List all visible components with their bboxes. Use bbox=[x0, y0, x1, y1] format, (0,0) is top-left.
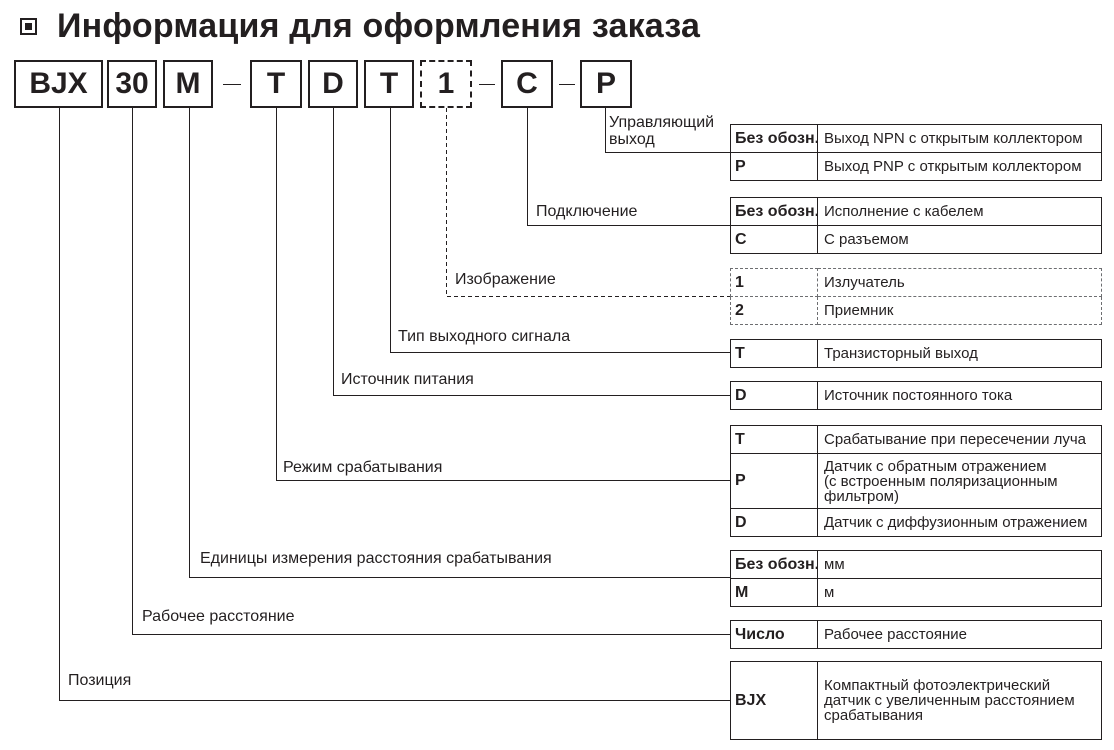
option-description: Выход NPN с открытым коллектором bbox=[817, 124, 1102, 153]
wire-output bbox=[605, 108, 730, 153]
option-description: Излучатель bbox=[817, 268, 1102, 297]
table-position: BJX Компактный фотоэлектрический датчик … bbox=[730, 661, 1102, 740]
code-box-output: P bbox=[580, 60, 632, 108]
label-output: Управляющий выход bbox=[609, 114, 715, 148]
wire-power bbox=[333, 108, 730, 396]
code-separator bbox=[559, 84, 575, 85]
page-title-text: Информация для оформления заказа bbox=[57, 6, 701, 45]
option-description: Источник постоянного тока bbox=[817, 381, 1102, 410]
option-code: Без обозн. bbox=[730, 197, 819, 226]
label-mode: Режим срабатывания bbox=[283, 459, 443, 476]
table-output: Без обозн. Выход NPN с открытым коллекто… bbox=[730, 124, 1102, 181]
option-description: Выход PNP с открытым коллектором bbox=[817, 152, 1102, 181]
option-code: T bbox=[730, 425, 818, 454]
filled-square-icon bbox=[20, 17, 37, 35]
table-power: D Источник постоянного тока bbox=[730, 381, 1102, 410]
code-box-units: M bbox=[163, 60, 213, 108]
table-row: 1 Излучатель bbox=[730, 268, 1102, 297]
option-description: Исполнение с кабелем bbox=[817, 197, 1102, 226]
option-description: Компактный фотоэлектрический датчик с ув… bbox=[817, 661, 1102, 740]
option-code: M bbox=[730, 578, 818, 607]
option-code: Без обозн. bbox=[730, 550, 819, 579]
option-description: мм bbox=[817, 550, 1102, 579]
table-row: Без обозн. мм bbox=[730, 550, 1102, 579]
label-signal-type: Тип выходного сигнала bbox=[398, 328, 571, 345]
table-row: C С разъемом bbox=[730, 225, 1102, 254]
option-code: BJX bbox=[730, 661, 818, 740]
table-row: 2 Приемник bbox=[730, 296, 1102, 325]
wire-position bbox=[59, 108, 730, 701]
wire-mode bbox=[276, 108, 730, 481]
option-code: C bbox=[730, 225, 818, 254]
wire-units bbox=[189, 108, 730, 578]
option-description: Датчик с обратным отражением (с встроенн… bbox=[817, 453, 1102, 509]
option-code: Число bbox=[730, 620, 818, 649]
label-image: Изображение bbox=[455, 271, 556, 288]
table-image: 1 Излучатель 2 Приемник bbox=[730, 268, 1102, 325]
option-description: Датчик с диффузионным отражением bbox=[817, 508, 1102, 537]
option-code: Без обозн. bbox=[730, 124, 819, 153]
table-mode: T Срабатывание при пересечении луча P Да… bbox=[730, 425, 1102, 537]
page-title: Информация для оформления заказа bbox=[10, 2, 700, 50]
label-power: Источник питания bbox=[341, 371, 474, 388]
code-box-connection: C bbox=[501, 60, 553, 108]
option-description: С разъемом bbox=[817, 225, 1102, 254]
table-units: Без обозн. мм M м bbox=[730, 550, 1102, 607]
option-code: D bbox=[730, 508, 818, 537]
label-units: Единицы измерения расстояния срабатывани… bbox=[200, 550, 552, 567]
option-description: Транзисторный выход bbox=[817, 339, 1102, 368]
option-code: T bbox=[730, 339, 818, 368]
table-row: T Срабатывание при пересечении луча bbox=[730, 425, 1102, 454]
table-row: BJX Компактный фотоэлектрический датчик … bbox=[730, 661, 1102, 740]
table-row: D Датчик с диффузионным отражением bbox=[730, 508, 1102, 537]
table-row: P Выход PNP с открытым коллектором bbox=[730, 152, 1102, 181]
label-connection: Подключение bbox=[536, 203, 638, 220]
table-row: D Источник постоянного тока bbox=[730, 381, 1102, 410]
table-distance: Число Рабочее расстояние bbox=[730, 620, 1102, 649]
table-row: M м bbox=[730, 578, 1102, 607]
option-description: м bbox=[817, 578, 1102, 607]
code-box-signal-type: T bbox=[364, 60, 414, 108]
code-box-distance: 30 bbox=[107, 60, 157, 108]
code-separator bbox=[479, 84, 495, 85]
option-description: Срабатывание при пересечении луча bbox=[817, 425, 1102, 454]
table-signal-type: T Транзисторный выход bbox=[730, 339, 1102, 368]
wire-connection bbox=[527, 108, 730, 226]
table-connection: Без обозн. Исполнение с кабелем C С разъ… bbox=[730, 197, 1102, 254]
code-box-mode: T bbox=[250, 60, 302, 108]
table-row: P Датчик с обратным отражением (с встрое… bbox=[730, 453, 1102, 509]
option-code: 2 bbox=[730, 296, 818, 325]
code-separator bbox=[223, 84, 241, 85]
label-distance: Рабочее расстояние bbox=[142, 608, 295, 625]
option-code: P bbox=[730, 152, 818, 181]
wire-signal-type bbox=[390, 108, 730, 353]
option-code: P bbox=[730, 453, 818, 509]
table-row: Число Рабочее расстояние bbox=[730, 620, 1102, 649]
option-description: Рабочее расстояние bbox=[817, 620, 1102, 649]
table-row: Без обозн. Выход NPN с открытым коллекто… bbox=[730, 124, 1102, 153]
wire-distance bbox=[132, 108, 730, 635]
option-code: 1 bbox=[730, 268, 818, 297]
label-position: Позиция bbox=[68, 672, 132, 689]
table-row: T Транзисторный выход bbox=[730, 339, 1102, 368]
code-box-series: BJX bbox=[14, 60, 103, 108]
table-row: Без обозн. Исполнение с кабелем bbox=[730, 197, 1102, 226]
option-code: D bbox=[730, 381, 818, 410]
code-box-power: D bbox=[308, 60, 358, 108]
code-box-image: 1 bbox=[420, 60, 472, 108]
option-description: Приемник bbox=[817, 296, 1102, 325]
